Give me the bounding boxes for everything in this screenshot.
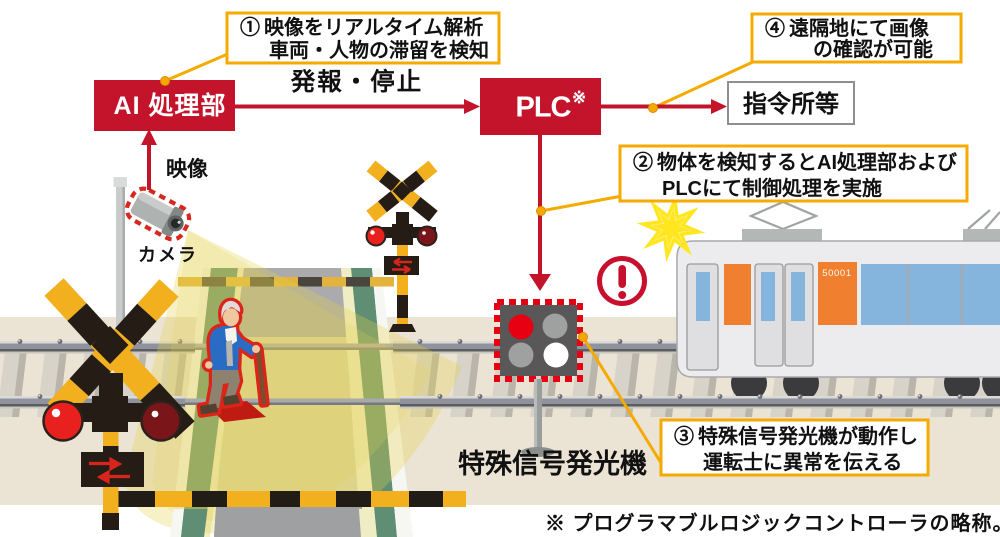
svg-text:カメラ: カメラ	[138, 245, 198, 265]
svg-text:指令所等: 指令所等	[743, 90, 839, 118]
svg-text:AI 処理部: AI 処理部	[114, 91, 227, 120]
svg-text:特殊信号発光機: 特殊信号発光機	[458, 449, 647, 479]
svg-text:映像: 映像	[166, 158, 209, 181]
svg-text:運転士に異常を伝える: 運転士に異常を伝える	[703, 450, 902, 474]
svg-text:PLC: PLC	[516, 92, 572, 124]
svg-text:PLCにて制御処理を実施: PLCにて制御処理を実施	[662, 176, 882, 200]
svg-text:発報・停止: 発報・停止	[290, 67, 424, 96]
svg-text:50001: 50001	[822, 268, 851, 279]
svg-text:※: ※	[572, 88, 586, 107]
svg-text:④ 遠隔地にて画像: ④ 遠隔地にて画像	[765, 16, 930, 40]
svg-text:③ 特殊信号発光機が動作し: ③ 特殊信号発光機が動作し	[674, 424, 918, 448]
svg-text:① 映像をリアルタイム解析: ① 映像をリアルタイム解析	[240, 15, 483, 39]
svg-text:② 物体を検知するとAI処理部および: ② 物体を検知するとAI処理部および	[633, 150, 958, 174]
svg-text:※ プログラマブルロジックコントローラの略称。: ※ プログラマブルロジックコントローラの略称。	[545, 511, 1000, 535]
svg-text:の確認が可能: の確認が可能	[813, 37, 933, 61]
svg-text:車両・人物の滞留を検知: 車両・人物の滞留を検知	[269, 38, 489, 62]
